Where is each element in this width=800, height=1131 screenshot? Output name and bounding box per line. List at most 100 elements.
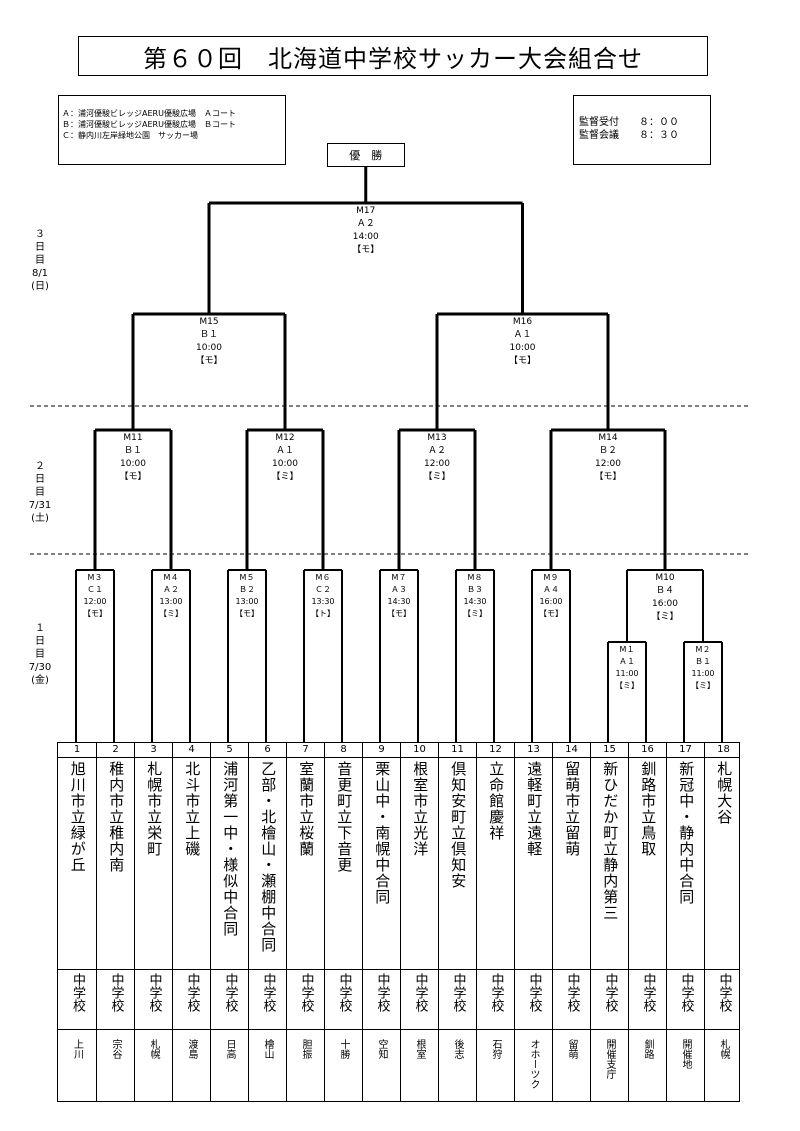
team-name: 札幌大谷: [705, 761, 742, 825]
team-suffix: 中学校: [412, 973, 428, 1012]
team-region: 釧路: [642, 1039, 653, 1059]
match-time: 16:00: [539, 597, 563, 606]
team-name: 留萌市立留萌: [553, 761, 590, 857]
team-number: 15: [603, 744, 616, 755]
team-region: 渡島: [186, 1039, 197, 1059]
team-suffix: 中学校: [678, 973, 694, 1012]
match-time: 10:00: [509, 343, 536, 353]
match-court: Ｂ４: [655, 586, 674, 596]
match-tag: 【ミ】: [159, 609, 183, 618]
match-court: Ｃ１: [87, 585, 103, 594]
team-name: 新ひだか町立静内第三: [591, 761, 628, 921]
team-name-text: 新冠中・静内中合同: [677, 761, 696, 905]
team-region: 宗谷: [110, 1039, 121, 1059]
team-suffix: 中学校: [260, 973, 276, 1012]
match-tag: 【ミ】: [271, 472, 299, 482]
team-number: 5: [226, 744, 233, 755]
match-time: 11:00: [691, 669, 715, 678]
match-time: 14:30: [463, 597, 487, 606]
day-text: 日: [35, 636, 45, 647]
match-id: M12: [275, 433, 295, 443]
team-name: 釧路市立鳥取: [629, 761, 666, 857]
team-name: 根室市立光洋: [401, 761, 438, 857]
match-time: 12:00: [83, 597, 107, 606]
match-tag: 【ミ】: [463, 609, 487, 618]
match-id: M16: [512, 317, 533, 327]
team-number: 8: [340, 744, 347, 755]
match-time: 12:00: [424, 459, 450, 469]
team-name: 北斗市立上磯: [173, 761, 210, 857]
team-suffix: 中学校: [70, 973, 85, 1012]
match-court: Ａ１: [619, 657, 635, 666]
match-tag: 【モ】: [594, 472, 622, 482]
team-number: 3: [150, 744, 157, 755]
team-suffix: 中学校: [298, 973, 314, 1012]
match-tag: 【モ】: [195, 356, 223, 366]
team-number: 9: [378, 744, 385, 755]
venue-c: Ｃ：静内川左岸緑地公園 サッカー場: [62, 131, 198, 140]
team-region: 札幌: [718, 1039, 729, 1059]
team-number: 7: [302, 744, 309, 755]
match-id: M14: [598, 433, 618, 443]
team-number: 10: [413, 744, 426, 755]
team-region: 檜山: [262, 1039, 273, 1059]
schedule-time: ８：３０: [639, 130, 679, 141]
day-text: 7/31: [28, 500, 52, 511]
team-region: 日高: [224, 1039, 235, 1059]
match-tag: 【モ】: [83, 609, 107, 618]
team-name: 札幌市立栄町: [135, 761, 172, 857]
match-time: 10:00: [120, 459, 146, 469]
schedule-box: 監督受付 ８：００ 監督会議 ８：３０: [573, 95, 711, 165]
match-id: M７: [391, 573, 407, 582]
schedule-reception: 監督受付 ８：００: [579, 116, 710, 129]
match-tag: 【ミ】: [651, 612, 679, 622]
team-suffix: 中学校: [488, 973, 504, 1012]
champion-box: 優 勝: [326, 143, 405, 167]
match-time: 13:00: [159, 597, 183, 606]
match-tag: 【モ】: [352, 245, 380, 255]
team-region: 根室: [414, 1039, 425, 1059]
day-text: (金): [31, 675, 49, 686]
match-court: Ａ２: [356, 219, 375, 229]
team-region: 開催地: [680, 1039, 691, 1069]
team-name-text: 遠軽町立遠軽: [525, 761, 544, 857]
team-number: 14: [565, 744, 578, 755]
team-region: 胆振: [300, 1039, 311, 1059]
team-region: 開催支庁: [604, 1039, 615, 1079]
team-name: 音更町立下音更: [325, 761, 362, 873]
team-region: 留萌: [566, 1039, 577, 1059]
team-suffix: 中学校: [374, 973, 390, 1012]
team-number: 2: [112, 744, 119, 755]
match-time: 13:30: [311, 597, 335, 606]
team-suffix: 中学校: [336, 973, 352, 1012]
team-name: 乙部・北檜山・瀬棚中合同: [249, 761, 286, 953]
table-rule: [58, 757, 739, 758]
match-tag: 【ミ】: [423, 472, 451, 482]
venue-b: Ｂ：浦河優駿ビレッジAERU優駿広場 Ｂコート: [62, 120, 236, 129]
match-court: Ｂ１: [695, 657, 711, 666]
match-court: Ａ４: [543, 585, 559, 594]
team-name-text: 札幌市立栄町: [145, 761, 164, 857]
venue-legend: Ａ：浦河優駿ビレッジAERU優駿広場 Ａコート Ｂ：浦河優駿ビレッジAERU優駿…: [58, 95, 286, 165]
team-region: 空知: [376, 1039, 387, 1059]
team-suffix: 中学校: [716, 973, 732, 1012]
match-tag: 【ミ】: [615, 681, 639, 690]
